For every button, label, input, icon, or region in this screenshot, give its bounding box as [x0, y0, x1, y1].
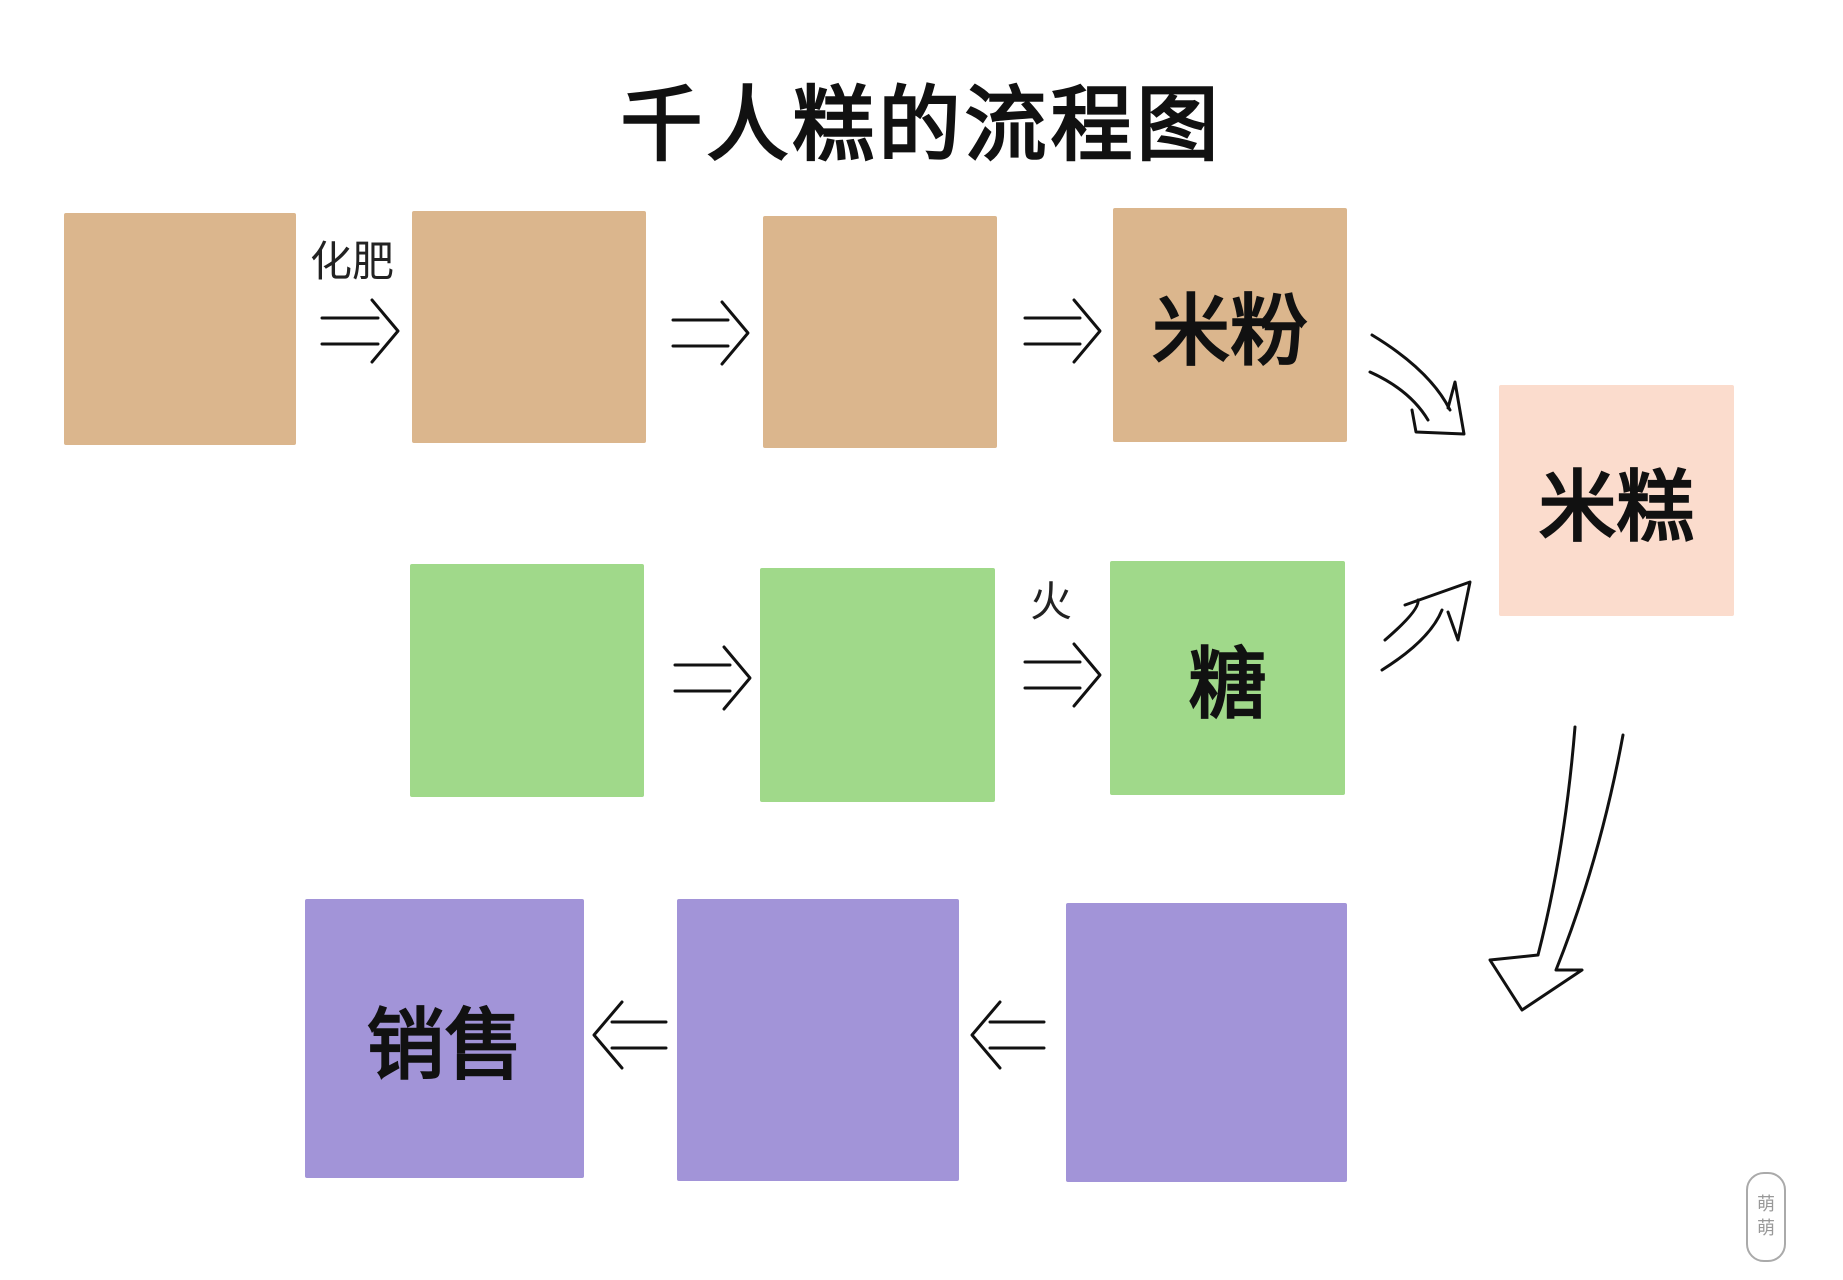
row2-step-1: [410, 564, 644, 797]
arrow-row2-2: [1023, 642, 1102, 708]
result-rice-cake: 米糕: [1499, 385, 1734, 616]
artist-seal: 萌萌: [1746, 1172, 1786, 1262]
row1-step-rice-flour: 米粉: [1113, 208, 1347, 442]
row3-step-2: [677, 899, 959, 1181]
arrow-row3-1: [970, 1000, 1046, 1070]
arrow-row2-1: [673, 645, 752, 711]
row1-step-3: [763, 216, 997, 448]
arrow-row1-2: [671, 300, 750, 366]
arrow-cake-to-row3: [1488, 725, 1625, 1012]
row3-step-3: [1066, 903, 1347, 1182]
row1-step-2: [412, 211, 646, 443]
row3-step-sales: 销售: [305, 899, 584, 1178]
row2-step-2: [760, 568, 995, 802]
row2-step-sugar: 糖: [1110, 561, 1345, 795]
diagram-title: 千人糕的流程图: [620, 78, 1223, 173]
arrow-row1-3: [1023, 298, 1102, 364]
arrow-row3-2: [592, 1000, 668, 1070]
row1-step-1: [64, 213, 296, 445]
curved-arrow-rice-flour-to-cake: [1368, 333, 1466, 436]
arrow-row1-1: [320, 298, 400, 364]
arrow-label-fertilizer: 化肥: [310, 237, 395, 286]
curved-arrow-sugar-to-cake: [1380, 580, 1472, 672]
arrow-label-fire: 火: [1030, 577, 1073, 626]
